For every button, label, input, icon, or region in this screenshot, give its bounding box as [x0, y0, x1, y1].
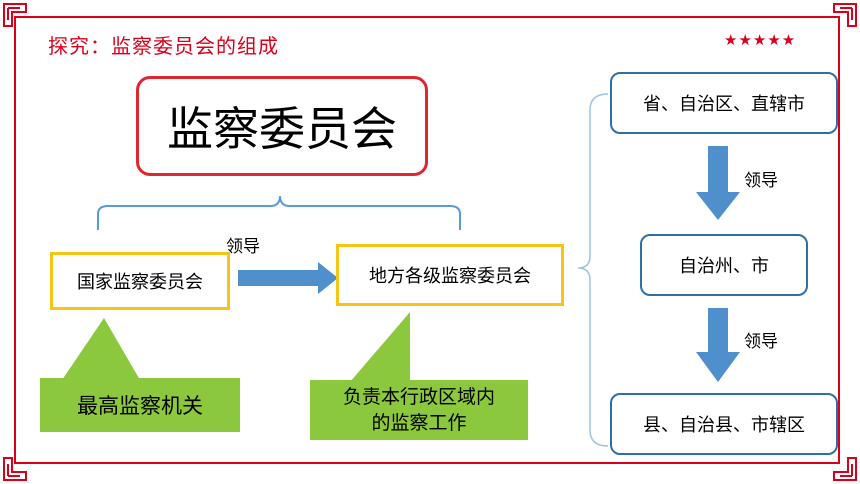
corner-ornament-top-left: [3, 3, 27, 27]
rating-stars: ★★★★★: [724, 31, 797, 49]
levels-brace: [577, 93, 609, 447]
arrow-down-2: [696, 308, 740, 382]
root-node: 监察委员会: [136, 76, 428, 176]
national-commission-node: 国家监察委员会: [50, 252, 230, 310]
level-prefecture-node: 自治州、市: [640, 234, 808, 296]
page-title: 探究：监察委员会的组成: [48, 34, 279, 58]
corner-ornament-bottom-left: [3, 457, 27, 481]
lead-label-level-1: 领导: [744, 171, 778, 191]
local-note-line-1: 负责本行政区域内: [342, 386, 495, 408]
level-county-node: 县、自治县、市辖区: [610, 393, 838, 455]
local-note-line-2: 的监察工作: [371, 412, 467, 434]
slide-frame: [14, 16, 840, 464]
lead-label-level-2: 领导: [744, 332, 778, 352]
root-brace: [97, 195, 461, 230]
arrow-down-1: [696, 146, 740, 220]
arrow-national-to-local: [238, 262, 338, 294]
corner-ornament-top-right: [833, 3, 857, 27]
national-note-callout: 最高监察机关: [40, 378, 240, 432]
lead-label-horizontal: 领导: [226, 237, 260, 257]
level-province-node: 省、自治区、直辖市: [610, 72, 838, 134]
callout-pointer-national: [62, 318, 140, 380]
local-note-callout: 负责本行政区域内 的监察工作: [310, 380, 528, 440]
callout-pointer-local: [350, 312, 410, 382]
local-commission-node: 地方各级监察委员会: [336, 244, 564, 306]
corner-ornament-bottom-right: [833, 457, 857, 481]
